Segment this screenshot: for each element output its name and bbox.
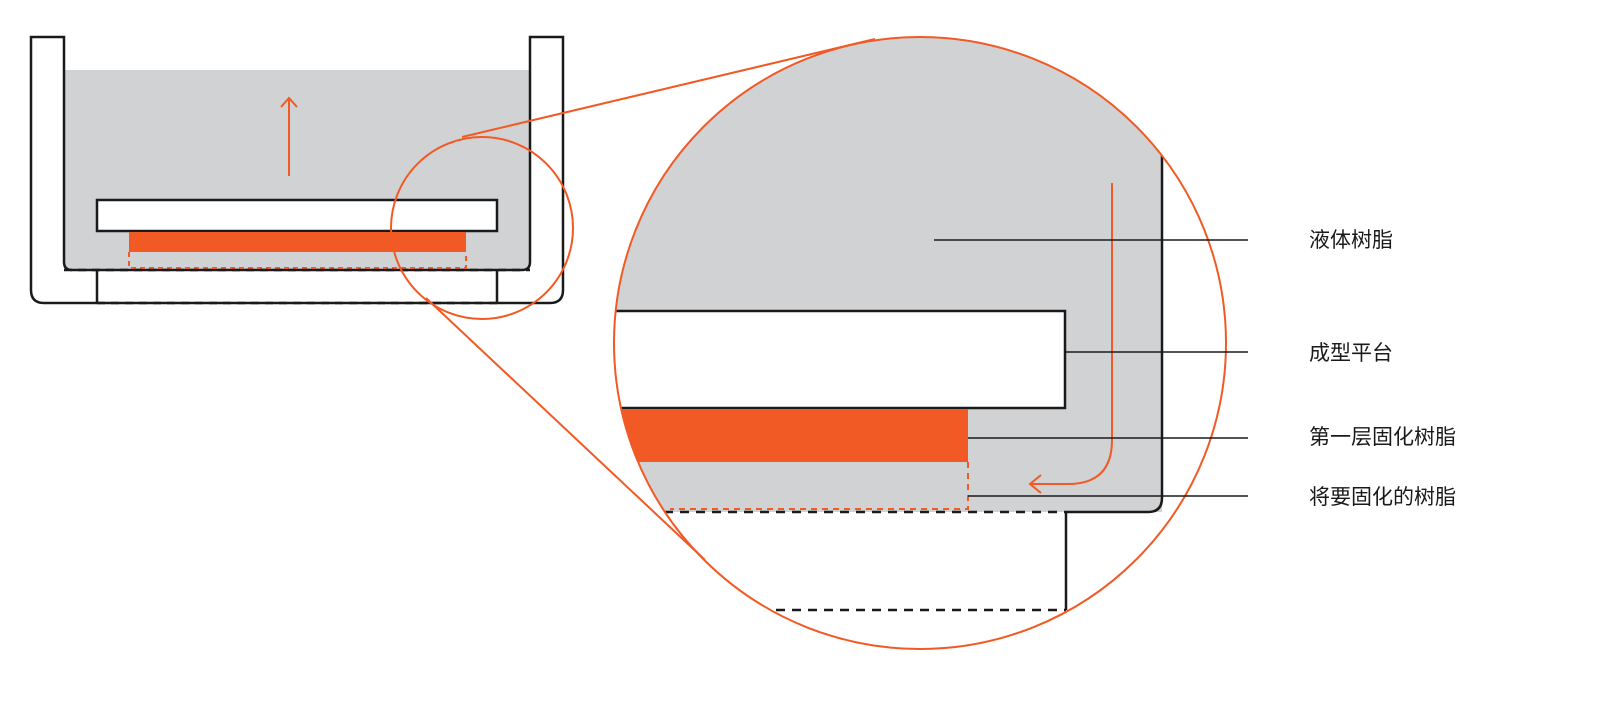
label-liquid-resin: 液体树脂: [1309, 228, 1393, 252]
cured-resin-layer-zoom: [614, 409, 968, 462]
label-resin-to-be-cured: 将要固化的树脂: [1309, 485, 1456, 509]
cured-resin-layer-overview: [129, 232, 466, 252]
overview-vat-group: [29, 35, 574, 320]
label-build-platform: 成型平台: [1309, 341, 1393, 365]
vat-wall-zoom: [1066, 155, 1164, 514]
next-layer-outline-overview: [128, 252, 467, 269]
magnifier-circle-small: [390, 136, 574, 320]
build-platform-zoom: [614, 309, 1067, 410]
leader-lines: [934, 239, 1248, 497]
arrow-up-icon: [280, 96, 298, 176]
label-first-layer-cured-resin: 第一层固化树脂: [1309, 425, 1456, 449]
next-layer-outline-zoom: [670, 462, 969, 510]
vat-window-overview: [95, 270, 499, 303]
magnifier-connector-lines: [425, 38, 876, 561]
labels: 液体树脂 成型平台 第一层固化树脂 将要固化的树脂: [1309, 228, 1456, 509]
zoom-detail-group: [614, 37, 1164, 612]
build-platform-overview: [95, 198, 499, 233]
flow-arrow-icon: [1028, 183, 1113, 494]
magnifier-circle-large: [613, 36, 1227, 650]
